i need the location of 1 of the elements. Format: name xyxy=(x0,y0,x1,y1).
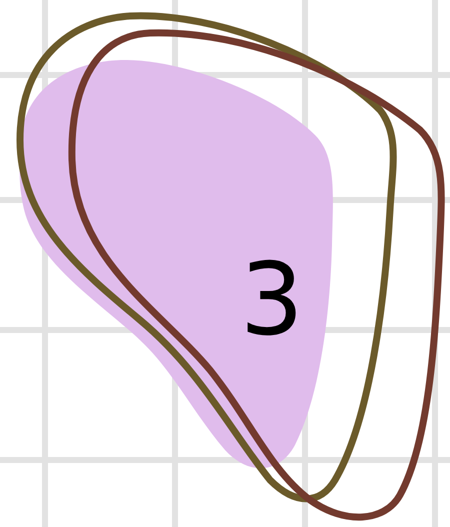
region-number: 3 xyxy=(240,250,304,350)
